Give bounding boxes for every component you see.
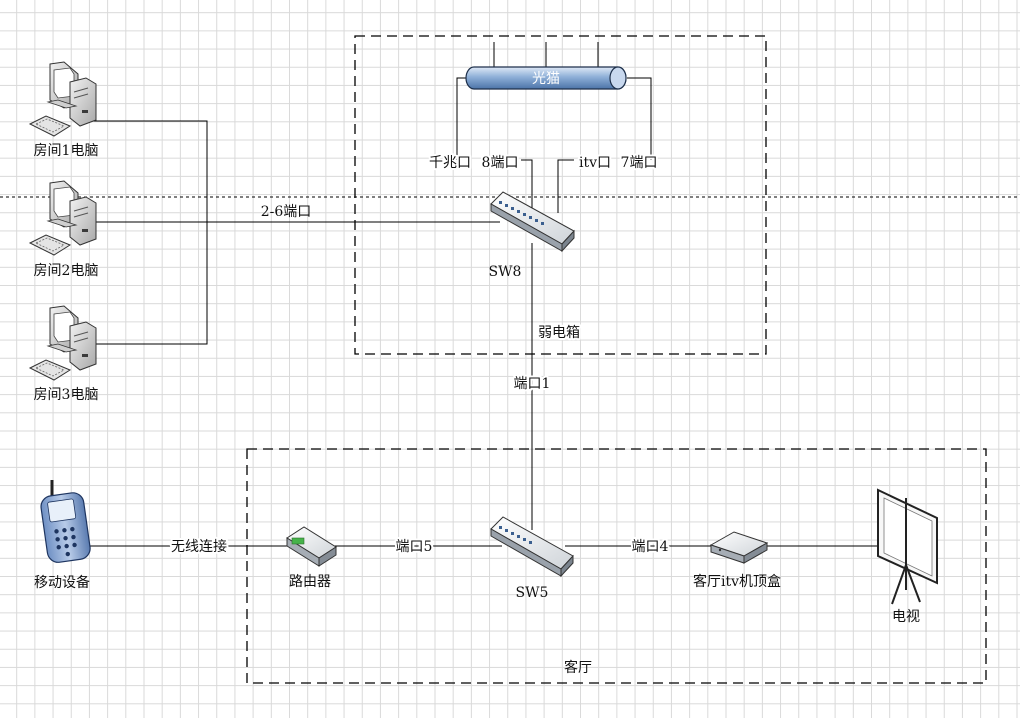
port4-label: 端口4 bbox=[632, 539, 669, 555]
itv-port-label: itv口 bbox=[579, 155, 611, 171]
wireless-label: 无线连接 bbox=[171, 538, 227, 555]
pc3-label: 房间3电脑 bbox=[34, 387, 99, 403]
modem-icon[interactable] bbox=[465, 66, 627, 90]
stb-label: 客厅itv机顶盒 bbox=[693, 573, 781, 590]
set-top-box-icon[interactable] bbox=[709, 531, 769, 564]
router-label: 路由器 bbox=[289, 574, 331, 590]
computer-2-icon[interactable] bbox=[29, 180, 97, 256]
labels: 光猫 房间1电脑 房间2电脑 房间3电脑 千兆口 8端口 itv口 7端口 2-… bbox=[34, 71, 920, 676]
modem-label: 光猫 bbox=[532, 71, 560, 87]
port5-label: 端口5 bbox=[396, 539, 433, 555]
ports-2-6-label: 2-6端口 bbox=[261, 204, 312, 220]
port7-label: 7端口 bbox=[621, 155, 658, 171]
computer-3-icon[interactable] bbox=[29, 305, 97, 381]
switch-sw5-icon[interactable] bbox=[490, 516, 574, 578]
living-room-label: 客厅 bbox=[564, 659, 592, 676]
port8-label: 8端口 bbox=[482, 155, 519, 171]
tv-screen-icon[interactable] bbox=[877, 488, 938, 605]
switch-sw8-icon[interactable] bbox=[490, 191, 575, 253]
port1-label: 端口1 bbox=[514, 376, 551, 392]
mobile-phone-icon[interactable] bbox=[40, 480, 92, 564]
sw8-label: SW8 bbox=[489, 264, 522, 280]
computer-1-icon[interactable] bbox=[29, 61, 97, 137]
living-room-zone bbox=[246, 448, 987, 684]
sw5-label: SW5 bbox=[516, 585, 549, 601]
pc2-label: 房间2电脑 bbox=[34, 263, 99, 279]
gigabit-port-label: 千兆口 bbox=[429, 155, 471, 171]
mobile-label: 移动设备 bbox=[34, 574, 90, 591]
router-icon[interactable] bbox=[286, 526, 337, 567]
connection-lines bbox=[90, 42, 904, 547]
cabinet-zone bbox=[354, 35, 767, 355]
pc1-label: 房间1电脑 bbox=[34, 143, 99, 159]
cabinet-label: 弱电箱 bbox=[538, 325, 580, 341]
tv-label: 电视 bbox=[892, 609, 920, 625]
